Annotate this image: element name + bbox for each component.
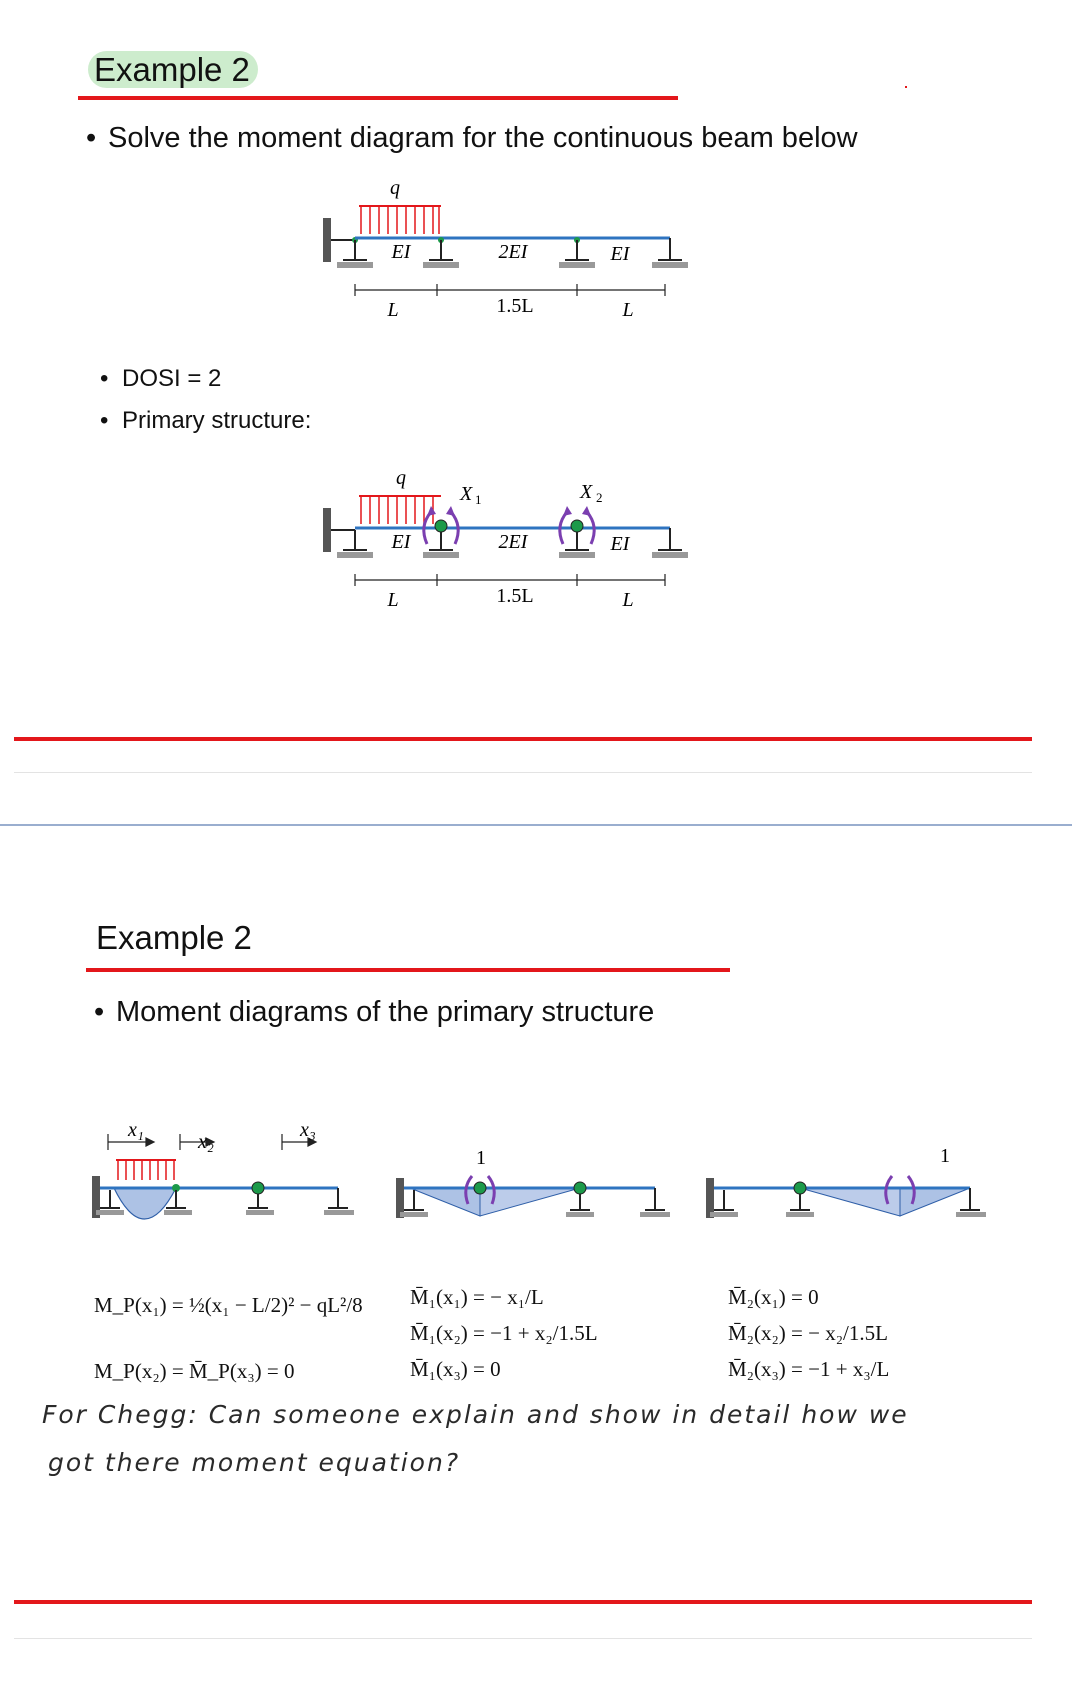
support-icon [559, 530, 595, 558]
support-icon [423, 530, 459, 558]
handwritten-note-line1: For Chegg: Can someone explain and show … [42, 1400, 909, 1429]
support-icon [559, 237, 595, 268]
hinge-icon [251, 1181, 265, 1195]
x2-subscript: 2 [596, 490, 603, 505]
x3-coordinate-label: x₃ [299, 1119, 316, 1141]
stiffness-label: 2EI [499, 531, 529, 553]
hinge-icon [573, 1181, 587, 1195]
moment-arrow-icon [464, 1175, 496, 1205]
fixed-wall [323, 218, 331, 262]
support-icon [714, 1188, 980, 1211]
m2-equation-3: M̄₂(x₃) = −1 + x₃/L [728, 1357, 890, 1381]
support-icon [652, 528, 688, 558]
mp-moment-diagram: x₁ x₂ x₃ [92, 1119, 354, 1220]
hinge-icon [793, 1181, 807, 1195]
primary-structure-figure: q X 1 X 2 EI 2EI EI L 1.5L L [323, 467, 688, 611]
length-label: 1.5L [496, 295, 533, 317]
m1-equation-2: M̄₁(x₂) = −1 + x₂/1.5L [410, 1321, 598, 1345]
mp-equation-2: M_P(x₂) = M̄_P(x₃) = 0 [94, 1359, 295, 1383]
support-icon [652, 238, 688, 268]
coordinate-arrow-icon [107, 1134, 318, 1150]
distributed-load [116, 1159, 176, 1180]
arrowhead-icon [427, 506, 591, 516]
m1-equation-1: M̄₁(x₁) = − x₁/L [410, 1285, 544, 1309]
length-label: L [621, 589, 633, 611]
stiffness-label: EI [610, 243, 631, 265]
m1-moment-diagram: 1 [396, 1147, 670, 1218]
x1-label: X [459, 483, 473, 505]
bullet-dot: • [86, 122, 97, 154]
m2-moment-diagram: 1 [706, 1145, 986, 1218]
length-label: L [621, 299, 633, 321]
load-label-q: q [396, 467, 406, 489]
slide1-bottom-rule [14, 737, 1032, 741]
mp-equation-1: M_P(x₁) = ½(x₁ − L/2)² − qL²/8 [94, 1293, 363, 1317]
sub-bullet-primary: •Primary structure: [100, 407, 312, 434]
length-label: L [386, 589, 398, 611]
triangular-moment-fill [409, 1187, 481, 1217]
hinge-icon [172, 1184, 180, 1192]
x1-coordinate-label: x₁ [127, 1119, 144, 1141]
slide2-footer-rule [14, 1638, 1032, 1639]
dimension-line [354, 574, 666, 586]
slide1-bullet: •Solve the moment diagram for the contin… [86, 122, 858, 154]
stiffness-label: EI [391, 531, 412, 553]
slide1-title: Example 2 [88, 50, 258, 90]
x2-coordinate-label: x₂ [197, 1131, 214, 1153]
slide-separator [0, 824, 1072, 826]
continuous-beam-figure: q EI 2EI EI L 1.5L L [323, 177, 688, 321]
support-icon [423, 237, 459, 268]
m2-equation-2: M̄₂(x₂) = − x₂/1.5L [728, 1321, 888, 1345]
title-underline [78, 96, 678, 100]
hinge-icon [434, 519, 448, 533]
slide2-bullet: •Moment diagrams of the primary structur… [94, 996, 655, 1028]
hinge-icon [473, 1181, 487, 1195]
triangular-moment-fill [899, 1187, 971, 1217]
m1-equation-3: M̄₁(x₃) = 0 [410, 1357, 501, 1381]
slide2-title: Example 2 [96, 919, 252, 956]
slide1-footer-rule [14, 772, 1032, 773]
x2-label: X [579, 481, 593, 503]
fixed-wall [323, 508, 331, 552]
title-underline [86, 968, 730, 972]
load-label-q: q [390, 177, 400, 199]
stiffness-label: 2EI [499, 241, 529, 263]
support-icon [337, 240, 373, 268]
stiffness-label: EI [610, 533, 631, 555]
stiffness-label: EI [391, 241, 412, 263]
length-label: 1.5L [496, 585, 533, 607]
distributed-load [359, 495, 441, 524]
handwritten-note-line2: got there moment equation? [48, 1448, 461, 1477]
support-icon [404, 1188, 665, 1211]
x1-subscript: 1 [475, 492, 482, 507]
moment-arrow-icon [884, 1175, 916, 1205]
unit-moment-label: 1 [940, 1145, 950, 1167]
slide2-bottom-rule [14, 1600, 1032, 1604]
m2-equation-1: M̄₂(x₁) = 0 [728, 1285, 819, 1309]
length-label: L [386, 299, 398, 321]
hinge-icon [570, 519, 584, 533]
unit-moment-label: 1 [476, 1147, 486, 1169]
dimension-line [354, 284, 666, 296]
sub-bullet-dosi: •DOSI = 2 [100, 365, 222, 392]
parabolic-moment-fill [113, 1187, 177, 1220]
stray-dot [905, 86, 907, 88]
support-icon [100, 1188, 348, 1209]
support-icon [337, 530, 373, 558]
distributed-load [359, 205, 441, 234]
